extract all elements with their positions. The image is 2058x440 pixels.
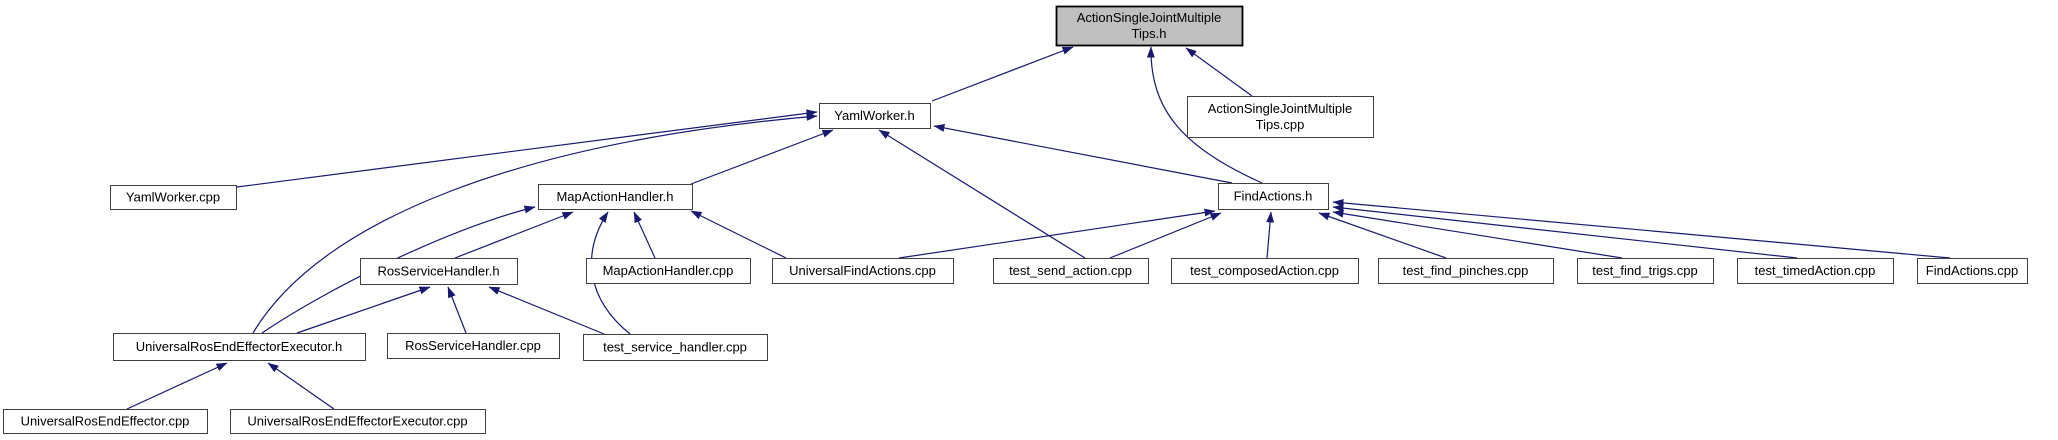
edge-yamlworker_h-to-asjmt_h	[931, 46, 1074, 102]
edge-rosservicehandler_cpp-to-rosservicehandler_h	[447, 286, 467, 334]
edge-mapactionhandler_cpp-to-mapactionhandler_h	[633, 211, 656, 259]
node-label: UniversalFindActions.cpp	[789, 263, 936, 278]
node-box	[1187, 96, 1374, 138]
edge-ureeexec_cpp-to-uree_h	[267, 362, 335, 410]
edge-test_send_action_cpp-to-findactions_h	[1109, 212, 1222, 259]
edge-test_service_handler_cpp-to-rosservicehandler_h	[488, 286, 605, 335]
node-yamlworker_h[interactable]: YamlWorker.h	[819, 103, 931, 129]
node-box	[1577, 258, 1714, 284]
node-box	[113, 333, 366, 361]
node-label: MapActionHandler.h	[556, 189, 673, 204]
node-label: RosServiceHandler.h	[377, 264, 499, 279]
node-mapactionhandler_cpp[interactable]: MapActionHandler.cpp	[586, 258, 751, 284]
graph-edges	[126, 46, 1951, 410]
node-box	[230, 409, 486, 434]
edge-test_find_trigs_cpp-to-findactions_h	[1332, 209, 1623, 259]
edge-test_composedaction_cpp-to-findactions_h	[1266, 211, 1275, 259]
node-ureeexec_cpp[interactable]: UniversalRosEndEffectorExecutor.cpp	[230, 409, 486, 434]
edge-yamlworker_cpp-to-yamlworker_h	[236, 109, 818, 188]
edge-ureff_cpp-to-uree_h	[126, 362, 228, 410]
node-rosservicehandler_cpp[interactable]: RosServiceHandler.cpp	[387, 333, 560, 359]
node-label: UniversalRosEndEffectorExecutor.h	[136, 339, 342, 354]
node-test_timedaction_cpp[interactable]: test_timedAction.cpp	[1737, 258, 1894, 284]
node-rosservicehandler_h[interactable]: RosServiceHandler.h	[360, 258, 518, 285]
node-findactions_cpp[interactable]: FindActions.cpp	[1917, 258, 2028, 284]
node-box	[1737, 258, 1894, 284]
edge-test_send_action_cpp-to-yamlworker_h	[878, 129, 1086, 259]
edge-uree_h-to-rosservicehandler_h	[296, 286, 431, 334]
node-label: FindActions.h	[1234, 189, 1313, 204]
node-test_send_action_cpp[interactable]: test_send_action.cpp	[993, 258, 1149, 284]
node-findactions_h[interactable]: FindActions.h	[1218, 183, 1329, 210]
edge-rosservicehandler_h-to-mapactionhandler_h	[454, 211, 574, 259]
node-box	[993, 258, 1149, 284]
node-label: RosServiceHandler.cpp	[405, 338, 541, 353]
node-label: FindActions.cpp	[1926, 263, 2019, 278]
node-box	[538, 184, 693, 210]
node-label: YamlWorker.h	[834, 108, 914, 123]
node-label: YamlWorker.cpp	[126, 190, 220, 205]
node-label: test_service_handler.cpp	[603, 340, 747, 355]
node-box	[819, 103, 931, 129]
node-box	[1378, 258, 1554, 284]
edge-findactions_h-to-asjmt_h	[1146, 46, 1263, 184]
node-ureff_cpp[interactable]: UniversalRosEndEffector.cpp	[3, 409, 208, 434]
node-label: test_find_trigs.cpp	[1592, 263, 1698, 278]
node-mapactionhandler_h[interactable]: MapActionHandler.h	[538, 184, 693, 210]
node-box	[3, 409, 208, 434]
edge-universalfindactions_cpp-to-mapactionhandler_h	[690, 210, 787, 259]
edge-mapactionhandler_h-to-yamlworker_h	[690, 129, 834, 185]
node-box	[772, 258, 954, 284]
edge-findactions_h-to-yamlworker_h	[933, 124, 1233, 184]
node-label: UniversalRosEndEffector.cpp	[21, 414, 190, 429]
node-test_find_pinches_cpp[interactable]: test_find_pinches.cpp	[1378, 258, 1554, 284]
node-test_find_trigs_cpp[interactable]: test_find_trigs.cpp	[1577, 258, 1714, 284]
node-yamlworker_cpp[interactable]: YamlWorker.cpp	[110, 185, 237, 210]
node-uree_h[interactable]: UniversalRosEndEffectorExecutor.h	[113, 333, 366, 361]
edge-uree_h-to-yamlworker_h	[252, 112, 818, 334]
node-box	[583, 334, 768, 361]
node-box	[1218, 183, 1329, 210]
node-label: UniversalRosEndEffectorExecutor.cpp	[247, 414, 467, 429]
node-label: test_timedAction.cpp	[1755, 263, 1876, 278]
node-box	[1917, 258, 2028, 284]
node-label: test_send_action.cpp	[1009, 263, 1132, 278]
node-box	[110, 185, 237, 210]
root-node-box	[1055, 5, 1244, 47]
node-box	[360, 258, 518, 285]
edge-test_find_pinches_cpp-to-findactions_h	[1318, 212, 1447, 259]
node-box	[1171, 258, 1359, 284]
node-box	[387, 333, 560, 359]
edge-findactions_cpp-to-findactions_h	[1332, 198, 1951, 259]
node-label: test_find_pinches.cpp	[1403, 263, 1529, 278]
edge-test_timedaction_cpp-to-findactions_h	[1332, 204, 1798, 259]
node-universalfindactions_cpp[interactable]: UniversalFindActions.cpp	[772, 258, 954, 284]
node-test_service_handler_cpp[interactable]: test_service_handler.cpp	[583, 334, 768, 361]
node-label: MapActionHandler.cpp	[603, 263, 734, 278]
node-test_composedaction_cpp[interactable]: test_composedAction.cpp	[1171, 258, 1359, 284]
node-label: test_composedAction.cpp	[1190, 263, 1339, 278]
edge-asjmt_cpp-to-asjmt_h	[1185, 47, 1253, 97]
edge-universalfindactions_cpp-to-findactions_h	[898, 208, 1216, 259]
node-box	[586, 258, 751, 284]
